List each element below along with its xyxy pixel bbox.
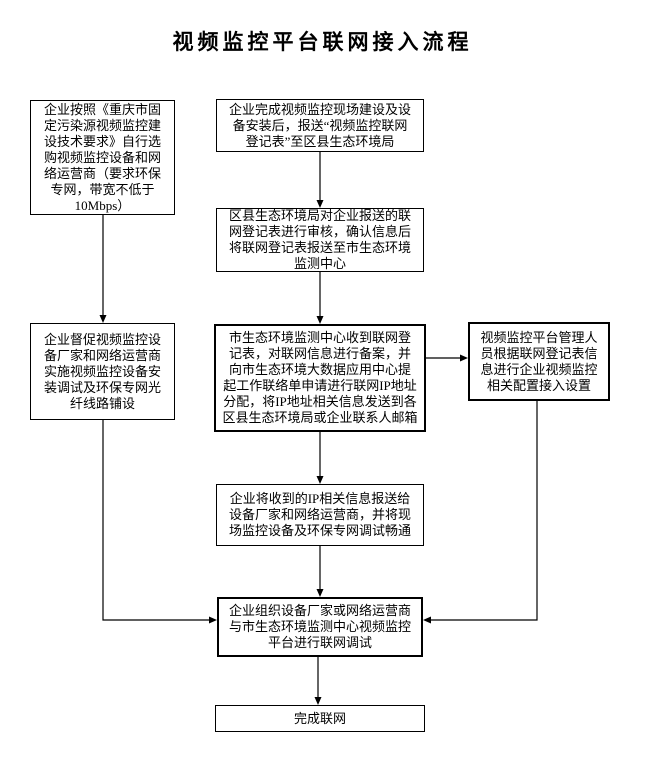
flow-node-ip-allocation: 市生态环境监测中心收到联网登 记表，对联网信息进行备案，并 向市生态环境大数据应… <box>214 324 426 432</box>
edge-b3-b4-arrowhead <box>316 476 324 484</box>
edge-a2-b5-arrowhead <box>209 616 217 624</box>
flow-node-registration-submission: 企业完成视频监控现场建设及设 备安装后，报送“视频监控联网 登记表”至区县生态环… <box>216 99 424 152</box>
edge-b3-c1-arrowhead <box>460 354 468 362</box>
flow-node-joint-network-debug: 企业组织设备厂家或网络运营商 与市生态环境监测中心视频监控 平台进行联网调试 <box>217 597 423 657</box>
edge-a2-b5 <box>102 420 210 621</box>
edge-c1-b5-arrowhead <box>423 616 431 624</box>
flow-node-equipment-procurement: 企业按照《重庆市固 定污染源视频监控建 设技术要求》自行选 购视频监控设备和网 … <box>30 100 175 215</box>
edge-a1-a2-arrowhead <box>99 315 107 323</box>
flow-node-network-completed: 完成联网 <box>215 705 425 732</box>
flow-node-platform-configuration: 视频监控平台管理人 员根据联网登记表信 息进行企业视频监控 相关配置接入设置 <box>468 322 610 401</box>
page-title: 视频监控平台联网接入流程 <box>172 30 473 54</box>
edge-b2-b3-arrowhead <box>316 316 324 324</box>
edge-c1-b5 <box>430 401 538 621</box>
flow-node-ip-info-forwarding: 企业将收到的IP相关信息报送给 设备厂家和网络运营商，并将现 场监控设备及环保专… <box>216 484 424 546</box>
edge-b4-b5-arrowhead <box>316 589 324 597</box>
edge-b1-b2-arrowhead <box>316 200 324 208</box>
flow-node-district-review: 区县生态环境局对企业报送的联 网登记表进行审核，确认信息后 将联网登记表报送至市… <box>216 208 424 272</box>
edge-b5-end-arrowhead <box>314 697 322 705</box>
flow-node-installation-supervision: 企业督促视频监控设 备厂家和网络运营商 实施视频监控设备安 装调试及环保专网光 … <box>30 323 175 420</box>
